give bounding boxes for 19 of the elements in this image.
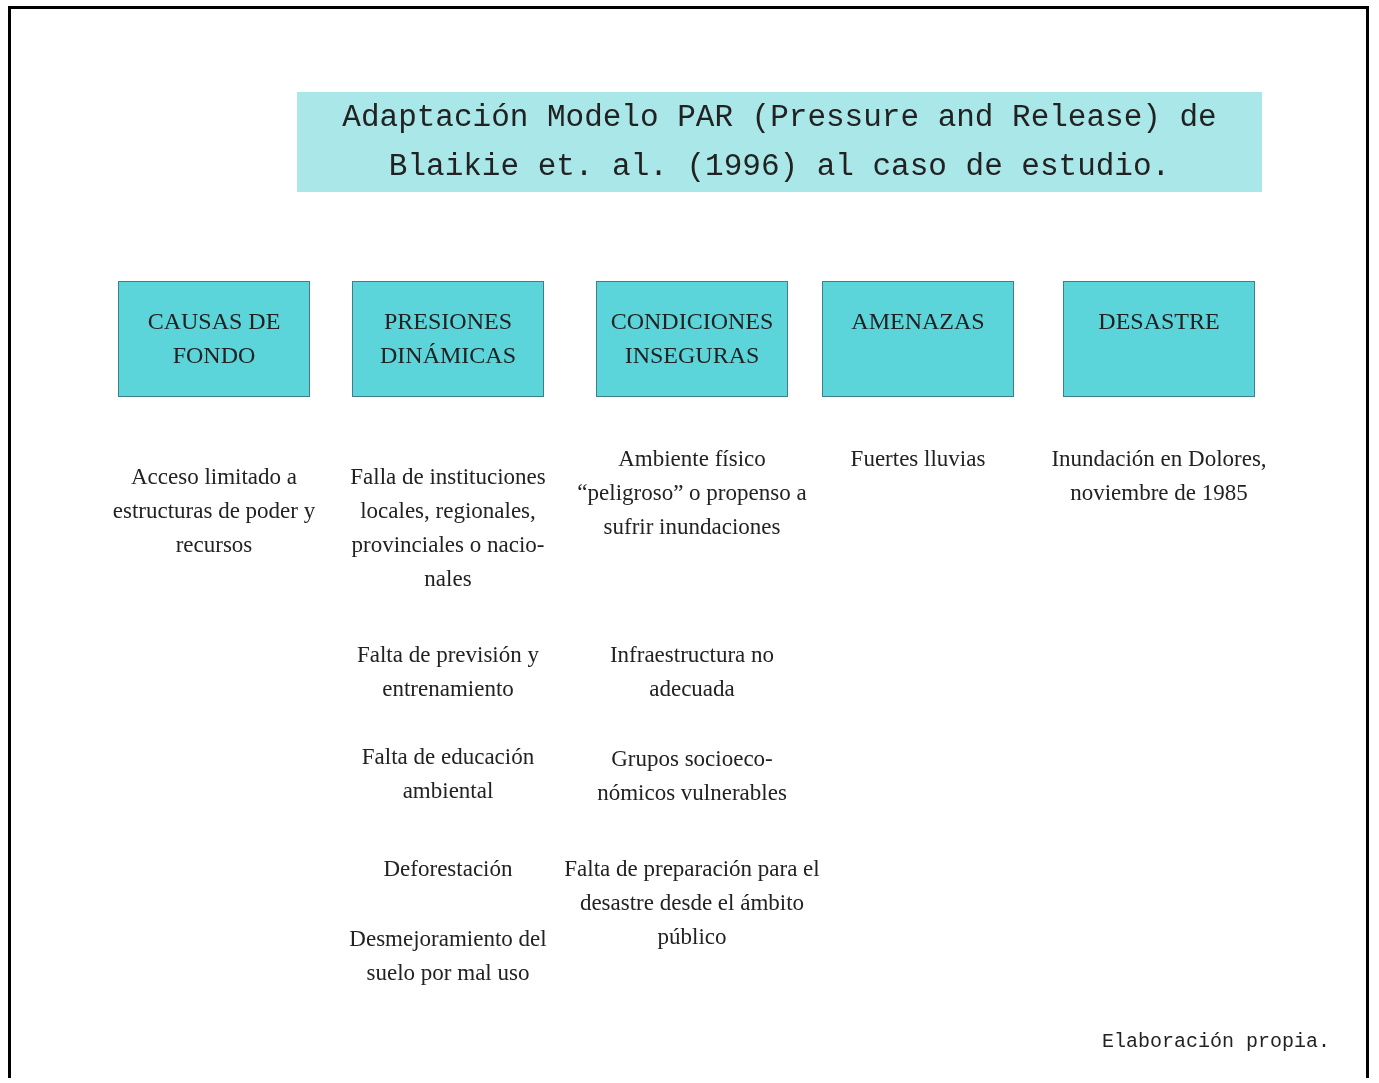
column-text: Infraestructura no adecuada	[608, 641, 776, 703]
title-banner: Adaptación Modelo PAR (Pressure and Release) de Blaikie et. al. (1996) al caso de estudio.	[297, 92, 1262, 192]
header-box: AMENAZAS	[822, 281, 1014, 397]
column-text: Desmejoramiento del suelo por mal uso	[348, 925, 548, 987]
header-box: PRESIONES DINÁMICAS	[352, 281, 544, 397]
column-text: Inundación en Dolores, noviembre de 1985	[1050, 445, 1268, 507]
column-text: Ambiente físico “peligroso” o propenso a sufrir inundaciones	[577, 445, 807, 541]
column-text: Acceso limitado a estructuras de poder y recursos	[111, 463, 317, 559]
header-box: DESASTRE	[1063, 281, 1255, 397]
column-text: Falla de instituciones locales, regionales, provinciales o nacio- nales	[349, 463, 547, 593]
header-box: CAUSAS DE FONDO	[118, 281, 310, 397]
caption: Elaboración propia.	[1100, 1030, 1330, 1053]
column-text: Falta de previsión y entrenamiento	[355, 641, 540, 703]
column-text: Falta de educación ambiental	[360, 743, 536, 805]
header-box: CONDICIONES INSEGURAS	[596, 281, 788, 397]
column-text: Fuertes lluvias	[849, 445, 987, 473]
column-text: Grupos socioeco- nómicos vulnerables	[596, 745, 788, 807]
column-text: Deforestación	[382, 855, 514, 883]
column-text: Falta de preparación para el desastre desde el ámbito público	[563, 855, 821, 951]
